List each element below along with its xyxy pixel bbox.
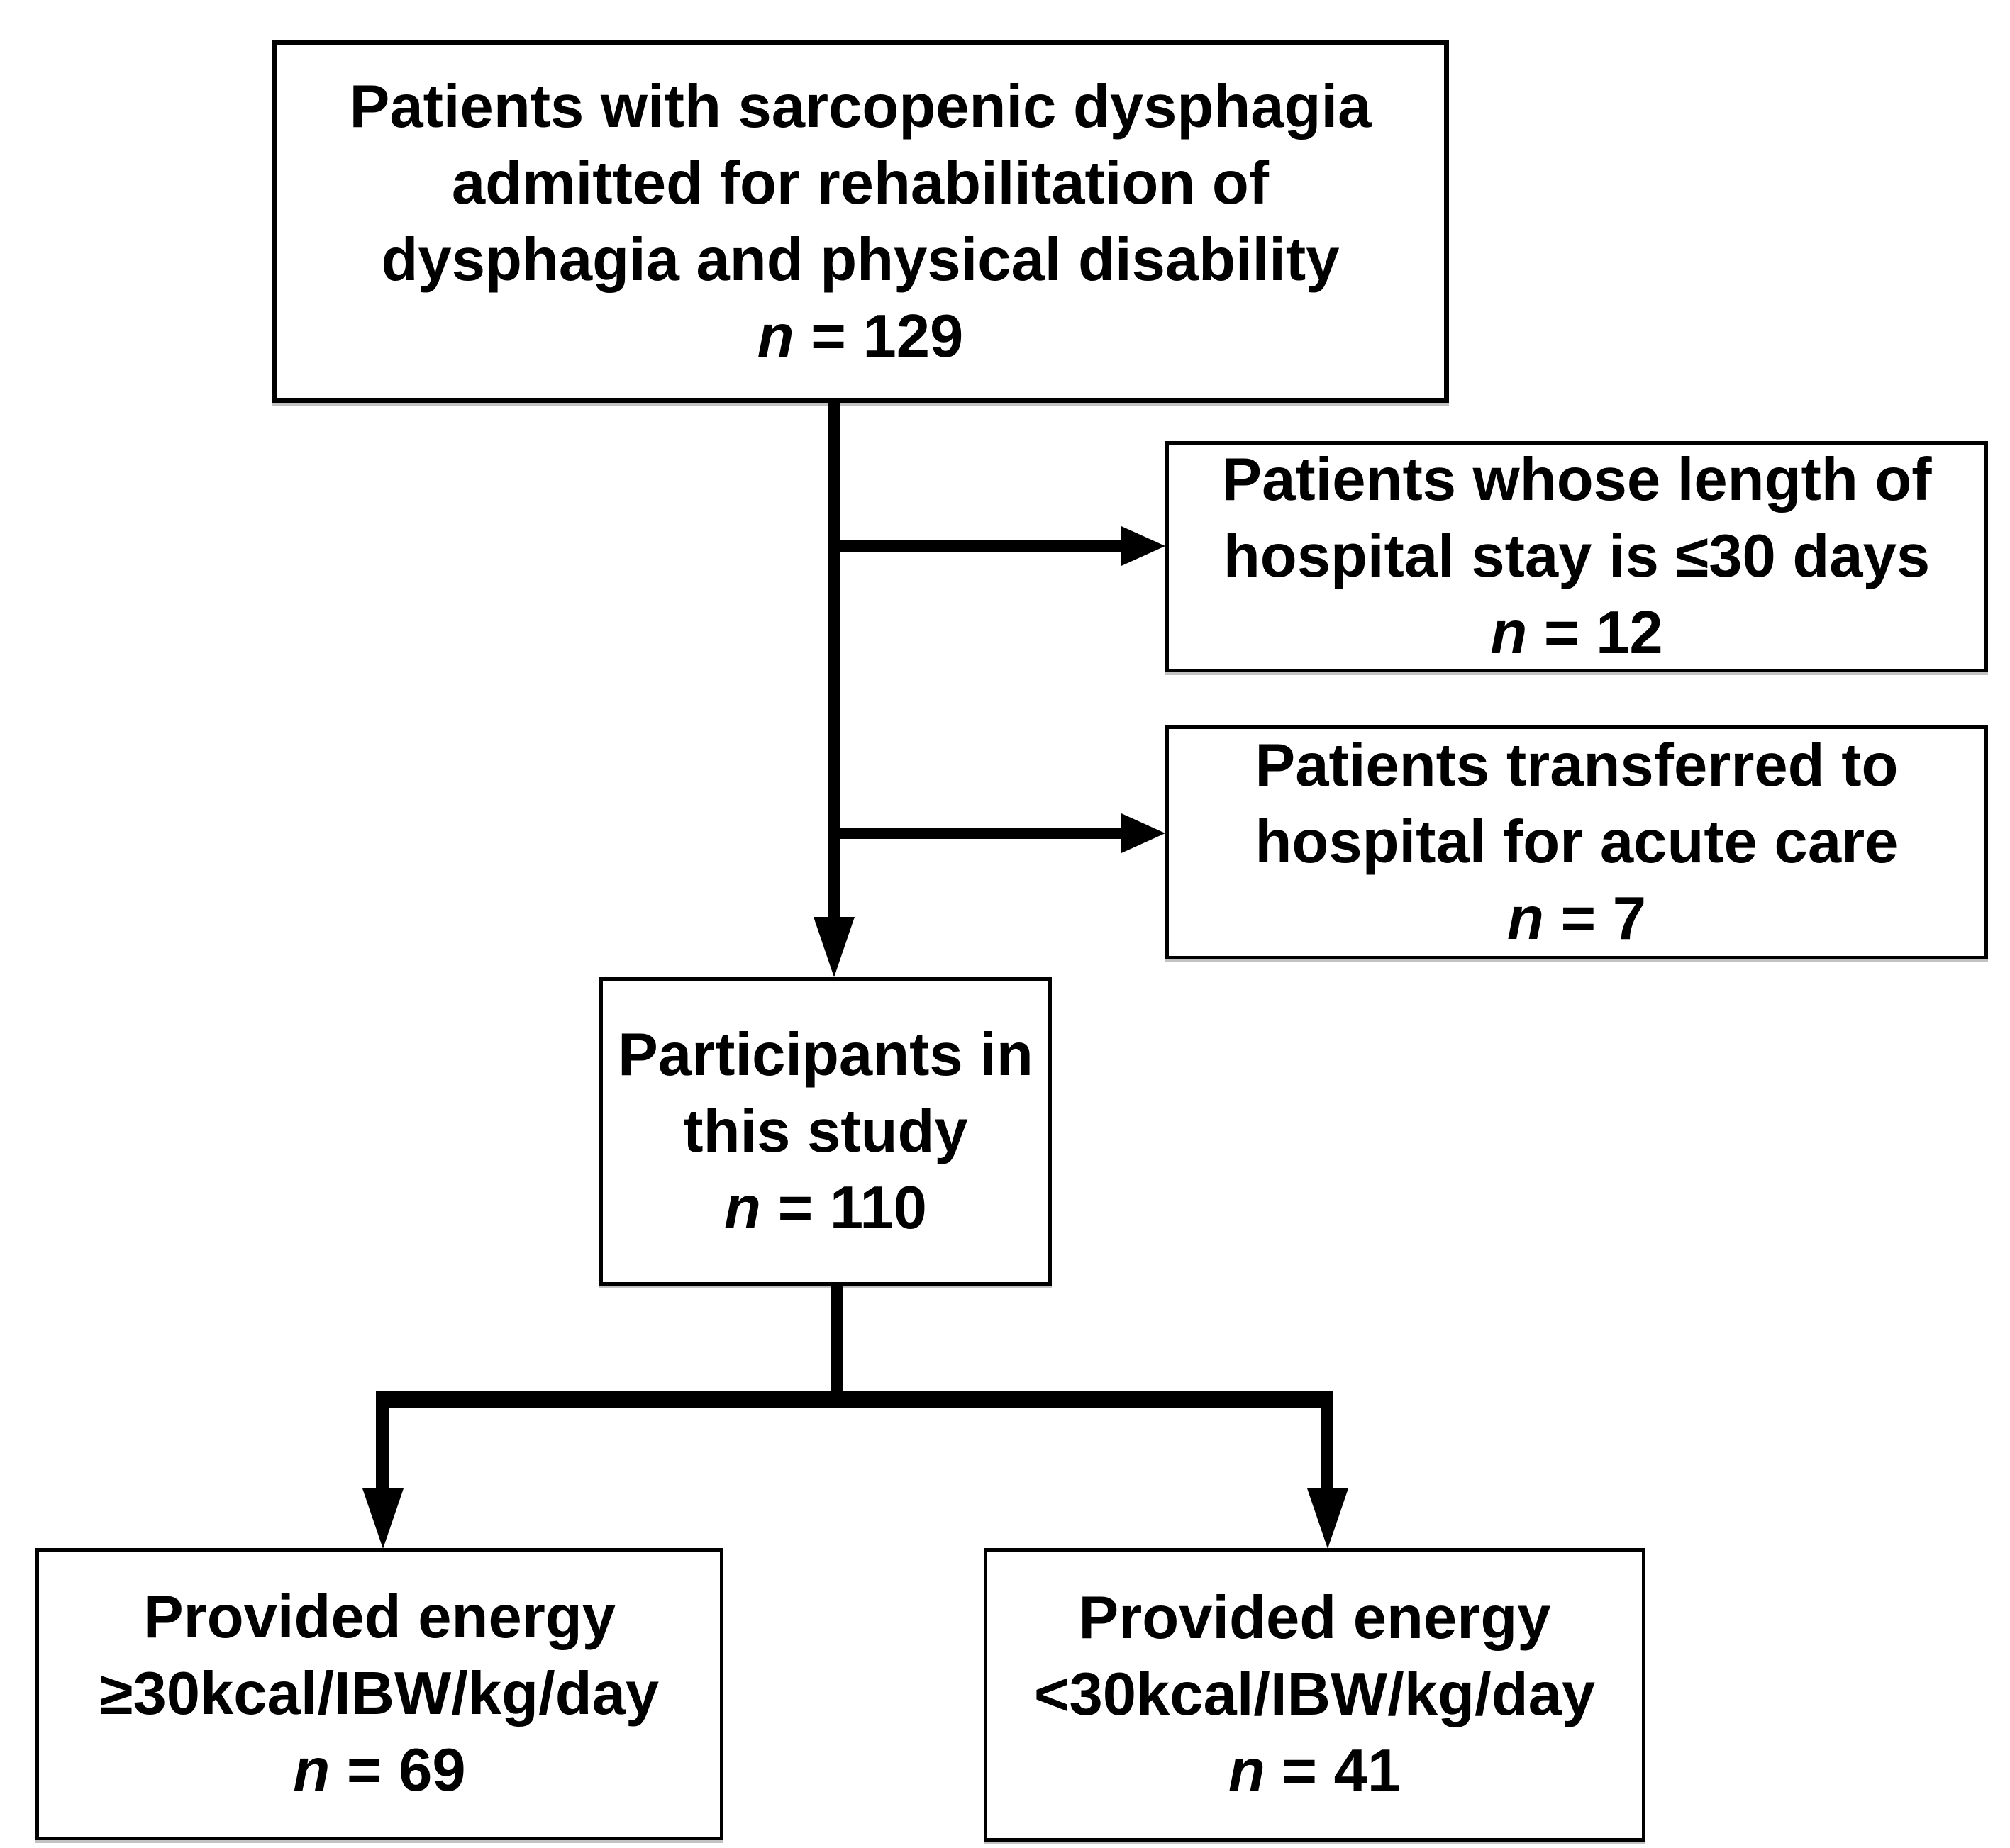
node-excluded-short-stay: Patients whose length of hospital stay i…: [1165, 441, 1988, 672]
n-symbol: n: [724, 1174, 761, 1242]
node-text-line: Participants in: [618, 1020, 1033, 1089]
n-count-value: = 69: [330, 1737, 466, 1804]
n-symbol: n: [757, 302, 794, 370]
n-count-value: = 41: [1265, 1737, 1401, 1805]
node-text-line: Provided energy: [1078, 1584, 1551, 1652]
n-count-value: = 129: [794, 302, 964, 370]
node-text-line: this study: [683, 1097, 968, 1165]
node-text-line: Patients whose length of: [1221, 446, 1932, 513]
n-count-line: n = 12: [1490, 595, 1662, 672]
arrowhead-left-group-icon: [362, 1488, 404, 1549]
node-participants: Participants in this study n = 110: [599, 977, 1052, 1286]
node-text-line: Patients transferred to: [1255, 732, 1899, 799]
n-count-line: n = 41: [1228, 1733, 1401, 1810]
n-symbol: n: [1506, 885, 1544, 952]
node-text-line: Patients with sarcopenic dysphagia: [349, 72, 1372, 140]
node-text-line: hospital for acute care: [1255, 808, 1899, 876]
n-symbol: n: [293, 1737, 331, 1804]
n-symbol: n: [1228, 1737, 1265, 1805]
arrowhead-exclusion-2-icon: [1121, 813, 1165, 853]
connector-lower-stem: [831, 1284, 843, 1397]
connector-exclusion-2: [828, 828, 1126, 839]
n-count-line: n = 110: [724, 1170, 927, 1247]
arrowhead-right-group-icon: [1307, 1488, 1348, 1549]
node-text-line: dysphagia and physical disability: [381, 226, 1340, 294]
n-symbol: n: [1490, 599, 1528, 667]
n-count-line: n = 129: [757, 299, 964, 375]
node-group-low-energy: Provided energy <30kcal/IBW/kg/day n = 4…: [984, 1548, 1645, 1842]
connector-left-drop: [376, 1391, 389, 1491]
arrowhead-exclusion-1-icon: [1121, 526, 1165, 566]
n-count-value: = 12: [1527, 599, 1663, 667]
node-text-line: admitted for rehabilitation of: [451, 149, 1270, 217]
node-text-line: Provided energy: [143, 1583, 616, 1651]
connector-exclusion-1: [828, 540, 1126, 552]
node-excluded-acute-care: Patients transferred to hospital for acu…: [1165, 725, 1988, 959]
node-text-line: <30kcal/IBW/kg/day: [1033, 1661, 1596, 1728]
n-count-value: = 7: [1543, 885, 1647, 952]
node-text-line: ≥30kcal/IBW/kg/day: [99, 1660, 660, 1727]
n-count-line: n = 69: [293, 1732, 465, 1809]
n-count-line: n = 7: [1507, 881, 1646, 957]
node-group-high-energy: Provided energy ≥30kcal/IBW/kg/day n = 6…: [35, 1548, 723, 1840]
node-enrolled: Patients with sarcopenic dysphagia admit…: [272, 40, 1449, 403]
arrowhead-to-participants-icon: [814, 917, 855, 977]
connector-right-drop: [1321, 1391, 1333, 1491]
node-text-line: hospital stay is ≤30 days: [1223, 523, 1931, 590]
n-count-value: = 110: [760, 1174, 927, 1242]
connector-split-bar: [376, 1391, 1333, 1408]
connector-main-stem: [828, 403, 840, 920]
